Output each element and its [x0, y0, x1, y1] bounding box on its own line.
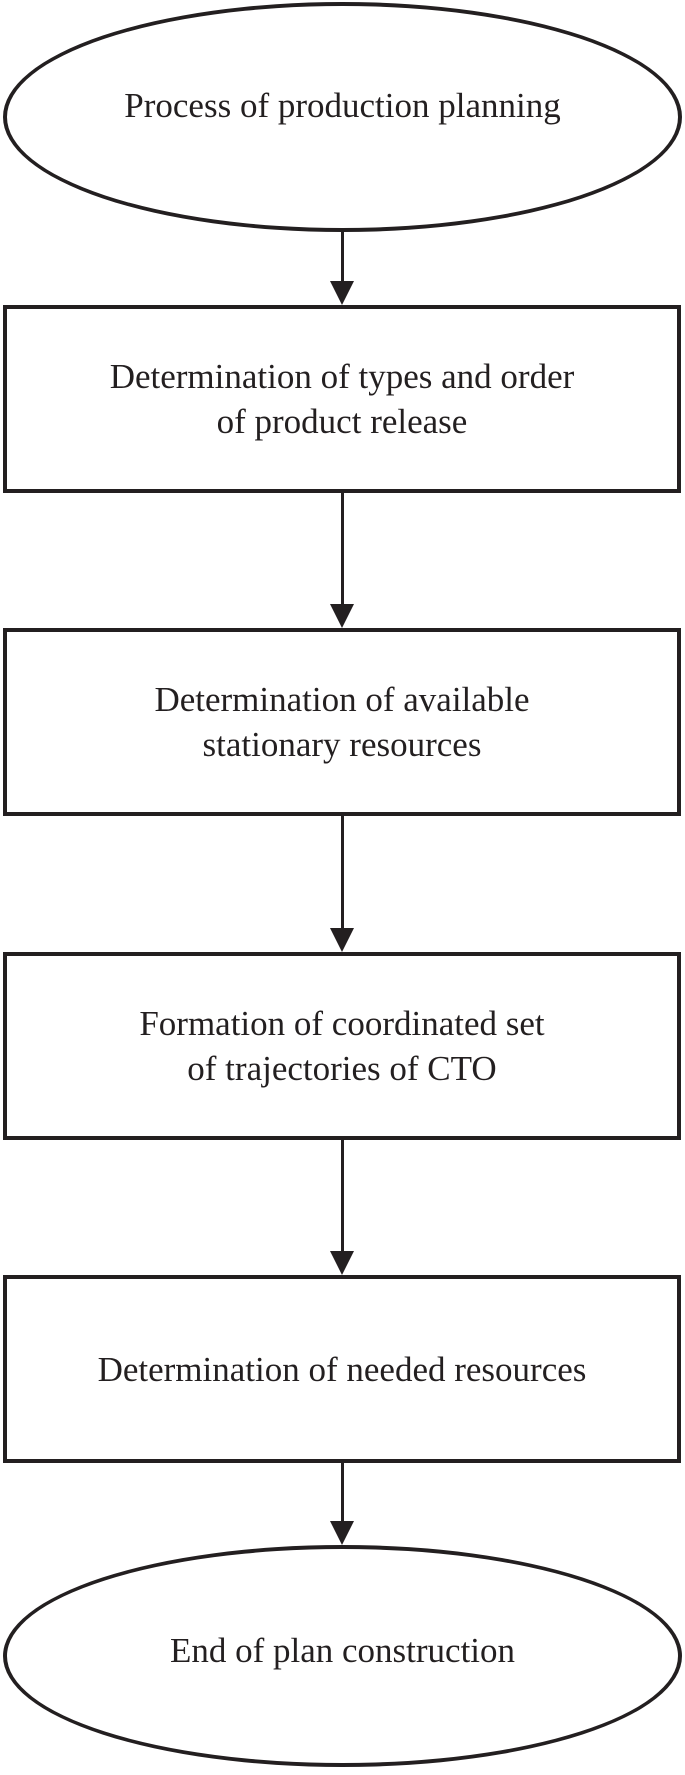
flowchart-node-form-trajectory-set: Formation of coordinated set of trajecto…	[3, 952, 681, 1140]
node-label-form-trajectory-set: Formation of coordinated set of trajecto…	[139, 1004, 545, 1088]
arrow-connector-5-line	[341, 1461, 344, 1523]
node-label-determine-types-order: Determination of types and order of prod…	[109, 357, 575, 441]
flowchart-node-determine-needed-resources: Determination of needed resources	[3, 1275, 681, 1463]
arrowhead-down-icon	[330, 281, 354, 305]
arrow-connector-3-line	[341, 814, 344, 928]
arrow-connector-1-line	[341, 230, 344, 282]
flowchart-node-start: Process of production planning	[3, 2, 682, 232]
node-label-determine-available-resources: Determination of available stationary re…	[154, 680, 530, 764]
arrowhead-down-icon	[330, 1251, 354, 1275]
arrowhead-down-icon	[330, 604, 354, 628]
flowchart-node-determine-available-resources: Determination of available stationary re…	[3, 628, 681, 816]
flowchart-node-end: End of plan construction	[3, 1545, 682, 1767]
arrow-connector-4-line	[341, 1138, 344, 1252]
flowchart-node-determine-types-order: Determination of types and order of prod…	[3, 305, 681, 493]
node-label-start: Process of production planning	[124, 85, 561, 125]
node-label-determine-needed-resources: Determination of needed resources	[97, 1349, 587, 1389]
arrow-connector-2-line	[341, 491, 344, 605]
arrowhead-down-icon	[330, 1521, 354, 1545]
arrowhead-down-icon	[330, 928, 354, 952]
node-label-end: End of plan construction	[169, 1630, 516, 1670]
